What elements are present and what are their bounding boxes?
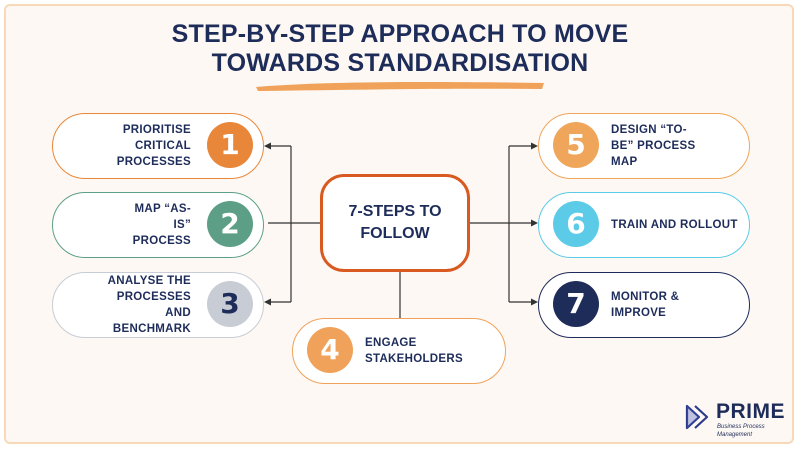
brand-name: PRIME <box>716 400 786 423</box>
step-7-card: 7 MONITOR & IMPROVE <box>538 272 750 338</box>
step-2-label: MAP “AS-IS” PROCESS <box>132 203 191 247</box>
step-3-badge: 3 <box>207 281 253 327</box>
brand-tagline: Business Process Management <box>717 424 765 438</box>
step-1-card: PRIORITISE CRITICAL PROCESSES 1 <box>52 113 264 179</box>
page-title: STEP-BY-STEP APPROACH TO MOVE TOWARDS ST… <box>0 20 800 78</box>
title-underline-brush <box>256 82 544 91</box>
step-6-label: TRAIN AND ROLLOUT <box>611 219 738 231</box>
step-5-card: 5 DESIGN “TO-BE” PROCESS MAP <box>538 113 750 179</box>
step-5-label: DESIGN “TO-BE” PROCESS MAP <box>611 124 696 168</box>
title-line-2: TOWARDS STANDARDISATION <box>211 49 589 77</box>
step-4-card: 4 ENGAGE STAKEHOLDERS <box>292 318 506 384</box>
step-1-label: PRIORITISE CRITICAL PROCESSES <box>116 124 191 168</box>
center-label: 7-STEPS TO FOLLOW <box>348 203 442 242</box>
center-box: 7-STEPS TO FOLLOW <box>320 174 470 272</box>
step-6-badge: 6 <box>553 201 599 247</box>
step-7-badge: 7 <box>553 281 599 327</box>
step-2-badge: 2 <box>207 201 253 247</box>
step-2-card: MAP “AS-IS” PROCESS 2 <box>52 192 264 258</box>
step-3-card: ANALYSE THE PROCESSES AND BENCHMARK 3 <box>52 272 264 338</box>
title-line-1: STEP-BY-STEP APPROACH TO MOVE <box>171 20 629 48</box>
step-4-badge: 4 <box>307 327 353 373</box>
step-7-label: MONITOR & IMPROVE <box>611 291 680 319</box>
step-5-badge: 5 <box>553 122 599 168</box>
step-6-card: 6 TRAIN AND ROLLOUT <box>538 192 750 258</box>
step-1-badge: 1 <box>207 122 253 168</box>
prime-logo-icon <box>685 404 709 430</box>
step-3-label: ANALYSE THE PROCESSES AND BENCHMARK <box>107 275 191 335</box>
step-4-label: ENGAGE STAKEHOLDERS <box>365 337 463 365</box>
